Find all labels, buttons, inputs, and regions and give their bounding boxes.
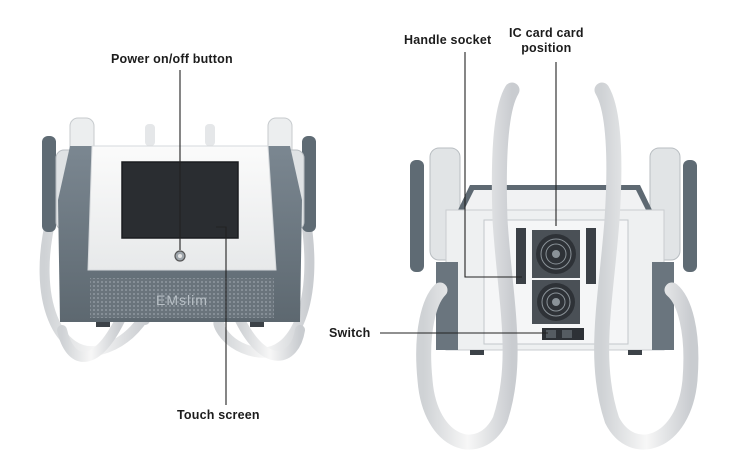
label-ic-card-position: IC card card position: [509, 26, 584, 56]
leader-lines: [179, 52, 557, 405]
brand-logo: EMslim: [156, 292, 208, 308]
rear-cable-right: [594, 82, 699, 450]
label-ic-card-line1: IC card card: [509, 26, 584, 40]
label-power-button: Power on/off button: [111, 52, 233, 66]
left-cable-inner: [57, 315, 125, 362]
handle-socket-left: [516, 228, 526, 284]
fan-top-icon: [532, 230, 580, 278]
right-cable-inner: [235, 315, 305, 361]
handle-socket-right: [586, 228, 596, 284]
fan-bottom-icon: [532, 280, 580, 324]
label-ic-card-line2: position: [521, 41, 572, 55]
rear-device: [410, 82, 699, 450]
front-grille: [90, 278, 274, 318]
leader-touch: [216, 226, 227, 405]
label-touch-screen: Touch screen: [177, 408, 260, 422]
rear-cable-left: [416, 82, 520, 450]
label-handle-socket: Handle socket: [404, 33, 492, 47]
label-switch: Switch: [329, 326, 371, 340]
leader-handle: [464, 52, 522, 278]
front-device: EMslim: [39, 117, 316, 362]
